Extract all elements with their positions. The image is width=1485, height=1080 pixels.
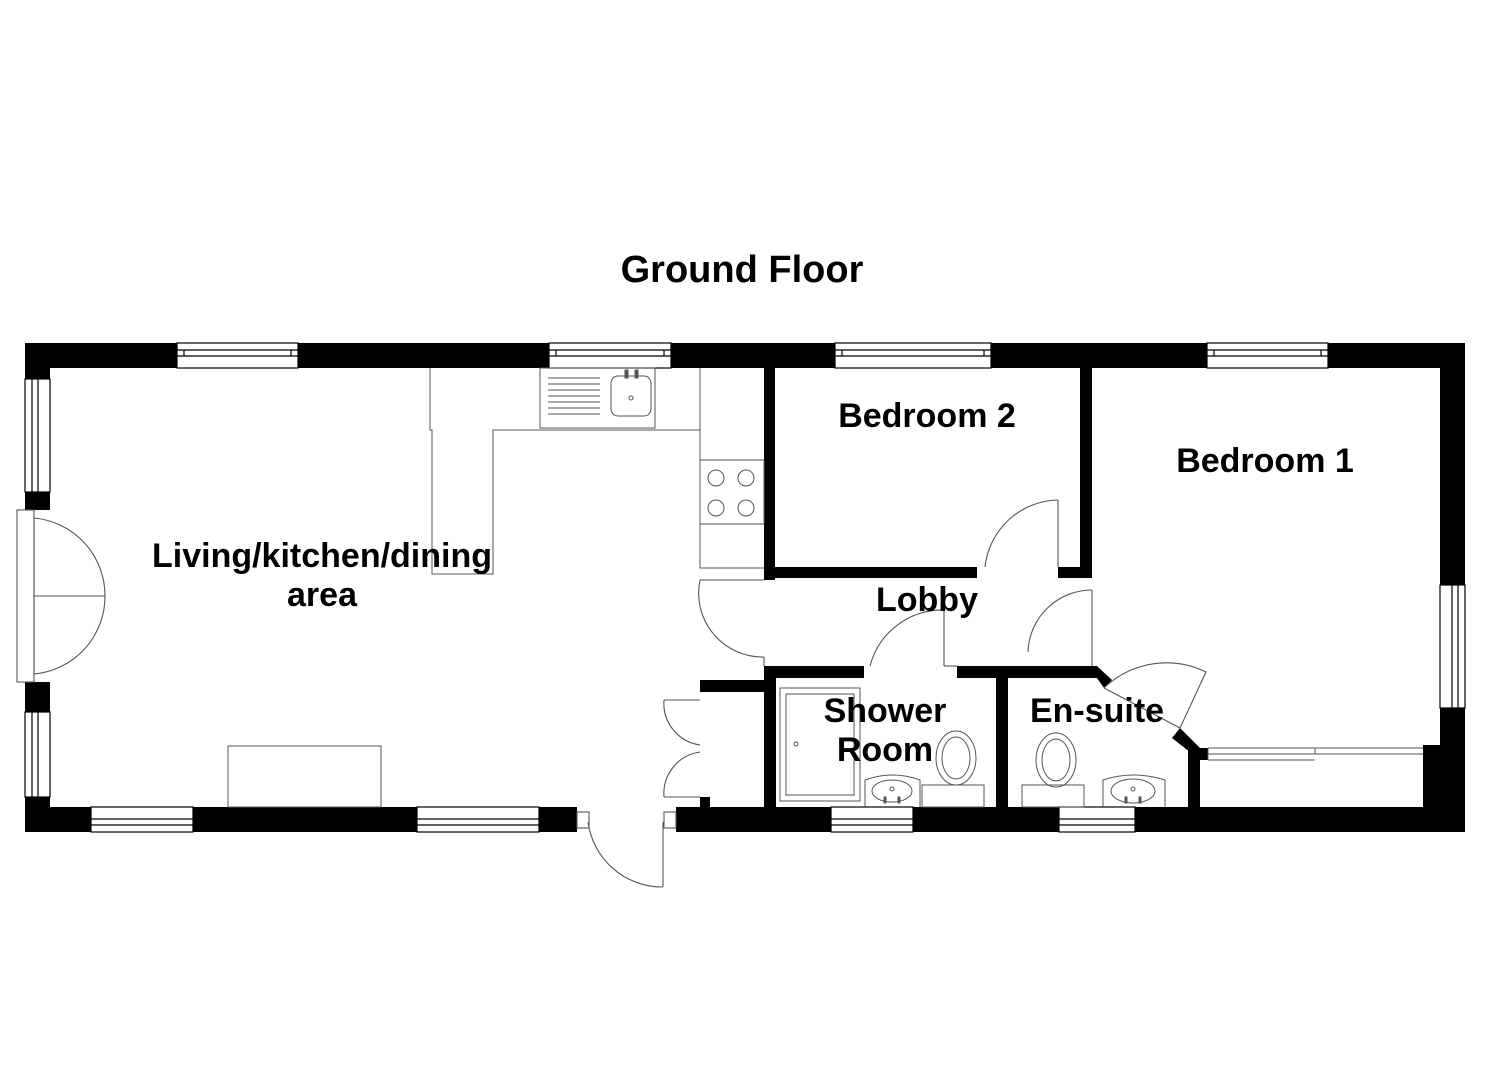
room-label-lobby: Lobby [876, 581, 978, 619]
door-shower [869, 605, 957, 667]
room-label-bedroom-2: Bedroom 2 [838, 397, 1016, 435]
wardrobe [1207, 747, 1423, 761]
window-bottom-2 [416, 806, 540, 833]
basin-shower [864, 774, 921, 807]
doors [16, 499, 1207, 888]
window-bottom-3 [830, 806, 914, 833]
room-label-living-1: Living/kitchen/dining [152, 537, 492, 575]
room-label-ensuite: En-suite [1030, 692, 1164, 730]
window-top-1 [176, 342, 299, 369]
sink-bowl [610, 375, 652, 417]
windows [24, 342, 1466, 833]
toilet-shower [921, 784, 985, 808]
basin-ensuite [1102, 774, 1166, 807]
bathroom-fixtures [779, 687, 1423, 808]
window-bottom-1 [90, 806, 194, 833]
sideboard [227, 745, 382, 808]
room-label-shower-1: Shower [824, 692, 947, 730]
door-bedroom1 [1027, 589, 1093, 666]
door-front [576, 811, 677, 888]
room-label-bedroom-1: Bedroom 1 [1176, 442, 1354, 480]
room-labels: Living/kitchen/dining area Bedroom 2 Bed… [152, 397, 1354, 769]
drainer-lines [548, 377, 600, 415]
window-left-2 [24, 711, 51, 798]
window-left-1 [24, 378, 51, 493]
sink-unit [539, 367, 656, 429]
exterior-walls [25, 343, 1465, 832]
shower-tray [779, 687, 861, 802]
door-left-french [16, 509, 106, 683]
door-ensuite [1103, 662, 1207, 729]
floor-title: Ground Floor [621, 249, 864, 291]
interior-walls [700, 368, 1440, 809]
room-label-living-2: area [287, 576, 358, 614]
room-label-shower-2: Room [837, 731, 933, 769]
door-bedroom2 [984, 499, 1059, 568]
door-living-lobby [698, 579, 765, 666]
window-top-3 [834, 342, 992, 369]
window-bottom-4 [1058, 806, 1136, 833]
window-top-2 [548, 342, 672, 369]
door-cupboard [663, 699, 701, 798]
window-right [1439, 584, 1466, 709]
hob [699, 459, 765, 525]
window-top-4 [1206, 342, 1329, 369]
kitchen-units [227, 367, 765, 808]
toilet-ensuite [1021, 784, 1085, 808]
